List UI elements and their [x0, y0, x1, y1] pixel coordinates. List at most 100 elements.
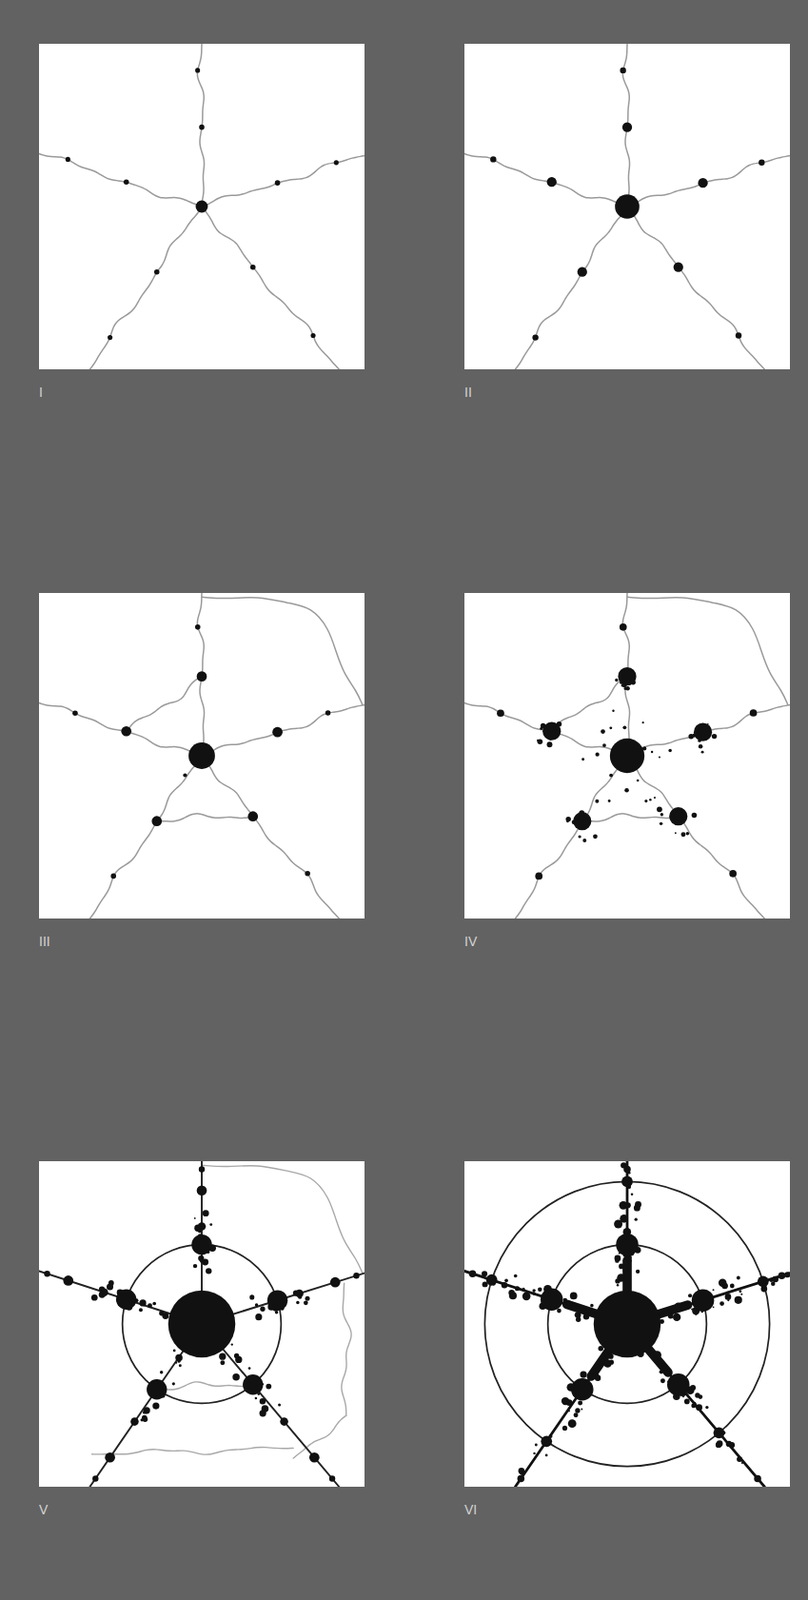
small-settlement-dot — [152, 1301, 157, 1306]
small-settlement-dot — [277, 1403, 281, 1407]
small-settlement-dot — [694, 1312, 698, 1316]
small-settlement-dot — [718, 1278, 727, 1286]
settlement-dot — [116, 1289, 137, 1310]
settlement-dot — [534, 872, 543, 881]
ring-road — [122, 1244, 282, 1404]
small-settlement-dot — [249, 1294, 255, 1300]
panel-ground — [464, 592, 790, 919]
settlement-dot — [92, 1475, 99, 1481]
settlement-dot — [334, 159, 339, 165]
settlement-dot — [146, 1379, 167, 1400]
small-settlement-dot — [255, 1302, 259, 1307]
small-settlement-dot — [594, 1375, 601, 1381]
small-settlement-dot — [173, 1349, 177, 1353]
small-settlement-dot — [614, 678, 618, 682]
small-settlement-dot — [771, 1276, 779, 1283]
small-settlement-dot — [652, 1350, 662, 1360]
small-settlement-dot — [295, 1300, 299, 1304]
stage-numeral: IV — [464, 933, 477, 949]
small-settlement-dot — [152, 1401, 159, 1409]
settlement-dot — [353, 1272, 359, 1279]
road-line — [126, 676, 202, 732]
small-settlement-dot — [594, 799, 599, 804]
settlement-dot — [735, 332, 742, 338]
stage-numeral: II — [464, 384, 473, 400]
small-settlement-dot — [205, 1267, 212, 1274]
road-line — [89, 206, 202, 370]
small-settlement-dot — [142, 1416, 149, 1422]
stage-label-holder: I — [39, 384, 43, 400]
small-settlement-dot — [614, 1258, 619, 1262]
settlement-dot — [279, 1417, 289, 1426]
small-settlement-dot — [633, 1204, 641, 1212]
settlement-dot — [532, 334, 538, 340]
small-settlement-dot — [172, 1381, 176, 1385]
small-settlement-dot — [580, 1407, 583, 1410]
small-settlement-dot — [712, 1288, 715, 1291]
small-settlement-dot — [568, 1409, 571, 1412]
small-settlement-dot — [547, 741, 553, 748]
settlement-dot — [693, 723, 712, 742]
stage-illustration — [39, 592, 365, 919]
settlement-dot — [619, 623, 628, 631]
small-settlement-dot — [182, 772, 187, 777]
settlement-dot — [753, 1475, 761, 1482]
small-settlement-dot — [600, 729, 606, 734]
settlement-dot — [120, 726, 132, 737]
settlement-dot — [330, 1277, 341, 1288]
small-settlement-dot — [501, 1281, 508, 1288]
small-settlement-dot — [532, 1288, 535, 1292]
settlement-dot — [304, 870, 311, 877]
small-settlement-dot — [481, 1270, 488, 1277]
small-settlement-dot — [623, 1267, 630, 1274]
small-settlement-dot — [740, 1293, 743, 1296]
small-settlement-dot — [570, 1292, 578, 1301]
small-settlement-dot — [231, 1342, 234, 1345]
small-settlement-dot — [660, 812, 664, 816]
small-settlement-dot — [689, 1384, 696, 1391]
small-settlement-dot — [659, 1369, 664, 1374]
settlement-dot — [713, 1426, 726, 1439]
settlement-dot — [496, 709, 505, 717]
settlement-dot — [154, 269, 160, 276]
settlement-dot — [542, 722, 561, 741]
old-road-line — [201, 1164, 363, 1273]
small-settlement-dot — [532, 1291, 536, 1296]
small-settlement-dot — [138, 1307, 143, 1312]
small-settlement-dot — [590, 1375, 593, 1379]
small-settlement-dot — [650, 750, 653, 753]
settlement-dot — [517, 1475, 525, 1482]
road-line — [514, 206, 628, 370]
small-settlement-dot — [695, 1403, 703, 1411]
small-settlement-dot — [265, 1383, 272, 1390]
road-line — [464, 702, 628, 756]
road-line — [627, 156, 790, 207]
settlement-dot — [275, 179, 281, 186]
small-settlement-dot — [259, 1398, 266, 1404]
small-settlement-dot — [305, 1296, 311, 1301]
small-settlement-dot — [734, 1296, 743, 1304]
settlement-dot — [197, 1221, 207, 1231]
settlement-dot — [197, 670, 208, 682]
road-line — [201, 705, 365, 756]
settlement-dot — [486, 1274, 498, 1286]
road-line — [627, 596, 789, 705]
stage-numeral: V — [39, 1501, 48, 1518]
settlement-dot — [669, 807, 688, 826]
small-settlement-dot — [566, 1300, 572, 1307]
small-settlement-dot — [701, 750, 705, 754]
settlement-dot — [490, 156, 496, 162]
small-settlement-dot — [602, 743, 607, 748]
small-settlement-dot — [539, 727, 543, 730]
settlement-dot — [107, 335, 113, 340]
settlement-dot — [329, 1475, 336, 1481]
road-line — [627, 206, 765, 370]
small-settlement-dot — [261, 1404, 270, 1413]
settlement-dot — [99, 1287, 109, 1297]
small-settlement-dot — [655, 1361, 659, 1365]
small-settlement-dot — [504, 1278, 509, 1282]
small-settlement-dot — [545, 1454, 549, 1458]
settlement-dot — [72, 709, 79, 716]
small-settlement-dot — [513, 1274, 518, 1279]
settlement-dot — [43, 1270, 50, 1277]
